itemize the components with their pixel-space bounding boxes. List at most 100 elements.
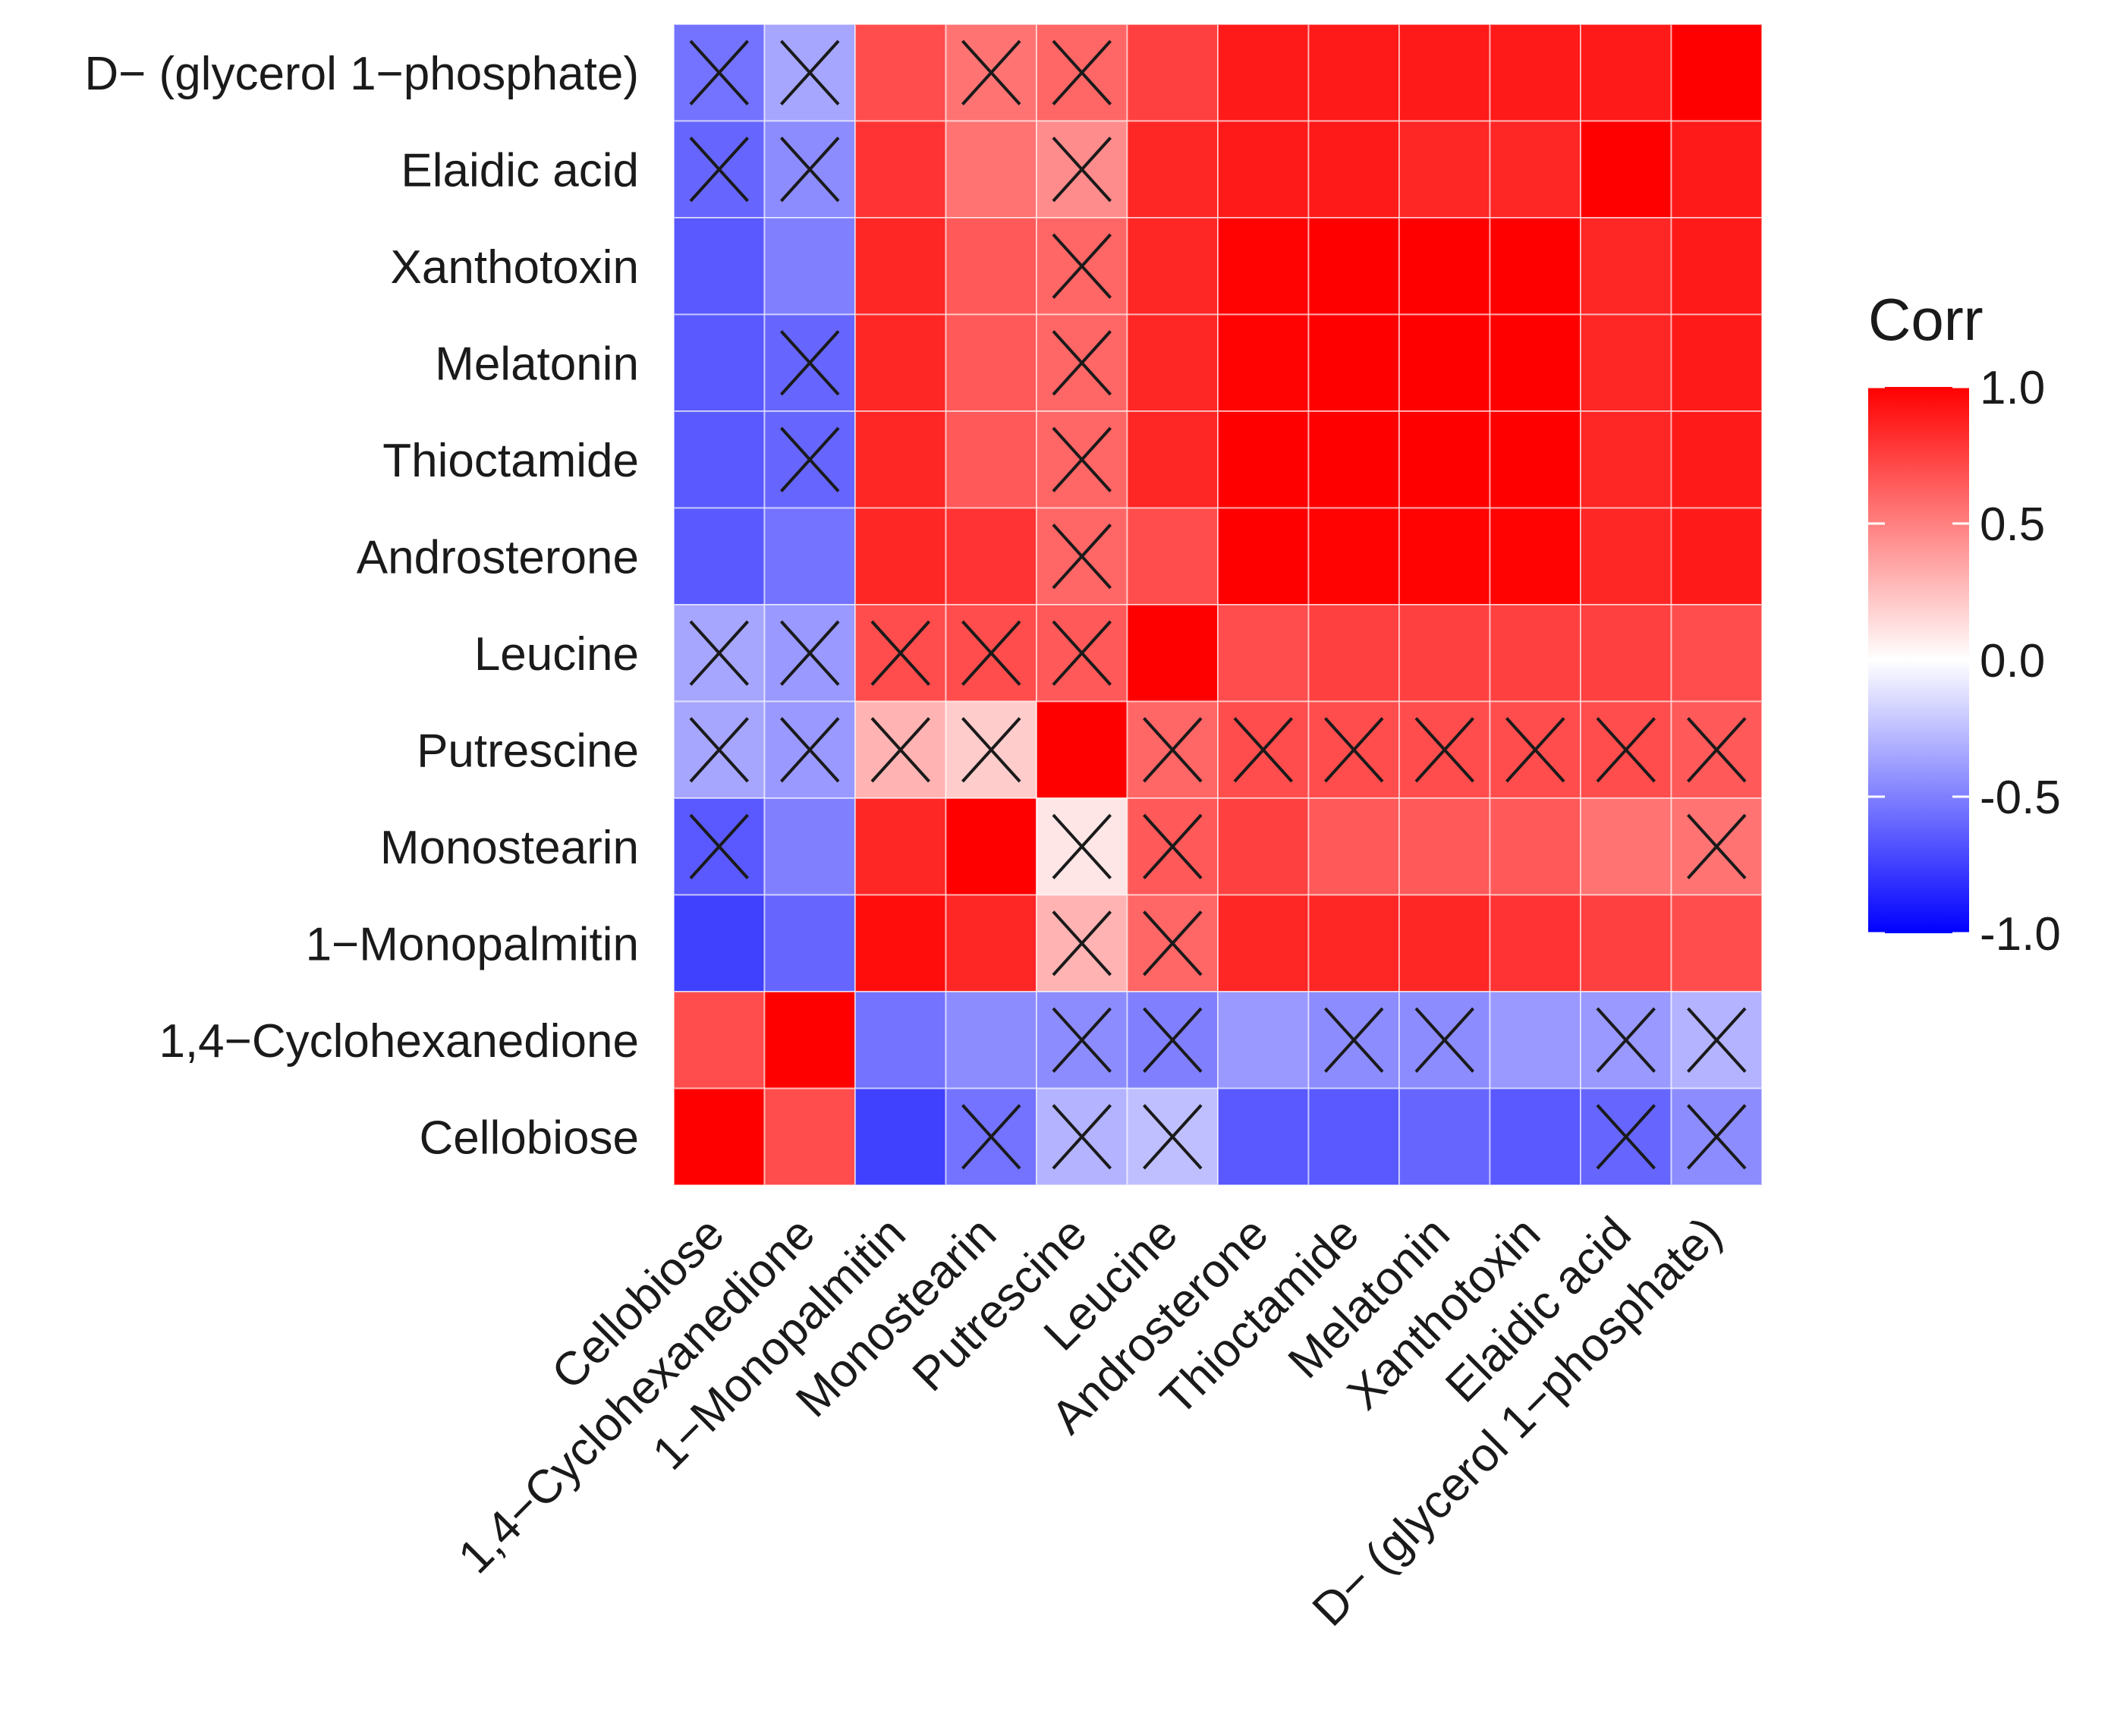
heatmap-cell <box>945 507 1037 605</box>
cross-mark <box>1687 717 1747 783</box>
legend: Corr 1.00.50.0-0.5-1.0 <box>1868 286 2061 961</box>
heatmap-cell <box>1307 24 1400 122</box>
heatmap-cell <box>673 1087 766 1186</box>
heatmap-cell <box>1307 797 1400 896</box>
heatmap-cell <box>1398 1087 1491 1186</box>
cross-mark <box>1596 1104 1656 1170</box>
heatmap-cell <box>945 991 1037 1090</box>
cross-mark <box>1324 1007 1384 1073</box>
heatmap-cell <box>1580 217 1672 316</box>
cross-mark <box>1143 813 1203 879</box>
heatmap-cell <box>1217 120 1310 219</box>
heatmap-cell <box>1489 120 1581 219</box>
heatmap-cell <box>1307 507 1400 605</box>
heatmap-cell <box>1217 217 1310 316</box>
cross-mark <box>1414 717 1474 783</box>
heatmap-cell <box>854 313 947 412</box>
heatmap-cell <box>1126 217 1219 316</box>
cross-mark <box>780 39 840 105</box>
heatmap-cell <box>854 894 947 992</box>
heatmap-cell <box>1580 894 1672 992</box>
heatmap-cell <box>945 217 1037 316</box>
heatmap-cell <box>1398 313 1491 412</box>
heatmap-cell <box>945 313 1037 412</box>
cross-mark <box>689 39 749 105</box>
heatmap-cells <box>673 24 1763 1186</box>
heatmap-cell <box>854 120 947 219</box>
heatmap-cell <box>945 120 1037 219</box>
heatmap-cell <box>1670 894 1763 992</box>
y-tick-label: Leucine <box>474 628 639 681</box>
heatmap-cell <box>1580 410 1672 509</box>
cross-mark <box>1052 426 1112 492</box>
cross-mark <box>1052 910 1112 976</box>
heatmap-cell <box>1670 24 1763 122</box>
heatmap-cell <box>1670 604 1763 703</box>
heatmap-cell <box>1670 313 1763 412</box>
heatmap-cell <box>854 991 947 1090</box>
heatmap-cell <box>1126 410 1219 509</box>
heatmap-cell <box>1489 507 1581 605</box>
heatmap-cell <box>1217 410 1310 509</box>
heatmap-cell <box>1398 217 1491 316</box>
y-tick-label: 1−Monopalmitin <box>306 918 639 970</box>
heatmap-cell <box>1489 24 1581 122</box>
heatmap-cell <box>854 507 947 605</box>
legend-tick-label: -1.0 <box>1980 908 2061 961</box>
cross-mark <box>1052 620 1112 686</box>
cross-mark <box>1596 717 1656 783</box>
heatmap-cell <box>1217 604 1310 703</box>
heatmap-cell <box>945 410 1037 509</box>
heatmap-cell <box>1126 313 1219 412</box>
y-tick-label: Elaidic acid <box>401 144 639 197</box>
y-tick-label: Monostearin <box>380 822 639 874</box>
cross-mark <box>780 330 840 396</box>
legend-tick-label: 0.5 <box>1980 498 2045 551</box>
heatmap-cell <box>673 410 766 509</box>
cross-mark <box>961 39 1021 105</box>
x-tick-label: 1,4−Cyclohexanedione <box>448 1207 825 1583</box>
heatmap-cell <box>1307 120 1400 219</box>
heatmap-cell <box>854 1087 947 1186</box>
heatmap-cell <box>945 894 1037 992</box>
heatmap-cell <box>1489 313 1581 412</box>
cross-mark <box>1324 717 1384 783</box>
cross-mark <box>780 620 840 686</box>
y-tick-label: 1,4−Cyclohexanedione <box>159 1015 639 1068</box>
cross-mark <box>1143 910 1203 976</box>
heatmap-cell <box>1398 797 1491 896</box>
heatmap-cell <box>763 1087 856 1186</box>
heatmap-cell <box>1489 1087 1581 1186</box>
heatmap-cell <box>763 120 856 219</box>
legend-title: Corr <box>1868 286 1984 353</box>
heatmap-cell <box>854 797 947 896</box>
heatmap-cell <box>1126 604 1219 703</box>
cross-mark <box>780 137 840 203</box>
cross-mark <box>961 1104 1021 1170</box>
heatmap-cell <box>1489 894 1581 992</box>
y-tick-label: D− (glycerol 1−phosphate) <box>84 48 639 100</box>
cross-mark <box>1414 1007 1474 1073</box>
legend-tick-label: 1.0 <box>1980 362 2045 414</box>
heatmap-cell <box>1307 604 1400 703</box>
cross-mark <box>689 137 749 203</box>
heatmap-cell <box>673 894 766 992</box>
heatmap-cell <box>1217 313 1310 412</box>
heatmap-cell <box>1398 120 1491 219</box>
heatmap-cell <box>1307 1087 1400 1186</box>
y-tick-label: Androsterone <box>357 531 639 583</box>
heatmap-cell <box>1217 797 1310 896</box>
cross-mark <box>1052 1104 1112 1170</box>
heatmap-cell <box>1580 120 1672 219</box>
y-tick-label: Melatonin <box>435 338 639 390</box>
cross-mark <box>961 620 1021 686</box>
legend-ticks: 1.00.50.0-0.5-1.0 <box>1868 362 2061 961</box>
cross-mark <box>1143 1007 1203 1073</box>
heatmap-cell <box>763 507 856 605</box>
cross-mark <box>1687 1007 1747 1073</box>
cross-mark <box>780 717 840 783</box>
heatmap-cell <box>854 24 947 122</box>
heatmap-cell <box>1398 24 1491 122</box>
heatmap-cell <box>1307 894 1400 992</box>
y-tick-label: Putrescine <box>417 725 639 777</box>
